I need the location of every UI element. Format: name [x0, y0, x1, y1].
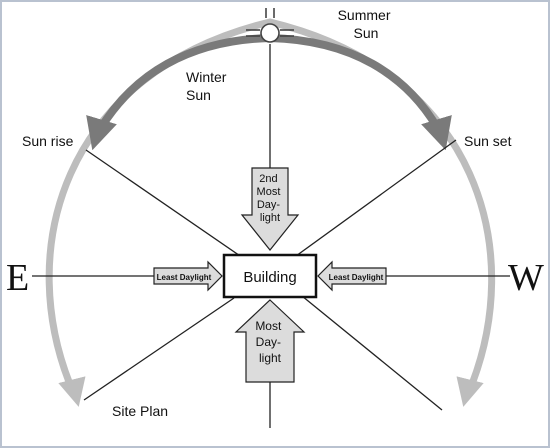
site-plan-label: Site Plan [112, 403, 168, 419]
summer-arrowhead-right [456, 376, 484, 407]
least-daylight-arrow-right [317, 260, 387, 292]
guide-lines [32, 44, 510, 428]
winter-arrowhead-right [421, 115, 452, 151]
sun-rise-label: Sun rise [22, 133, 74, 149]
winter-arrowhead-left [86, 115, 117, 151]
winter-sun-label: Winter Sun [186, 69, 230, 103]
least-daylight-label-left: Least Daylight [157, 273, 212, 282]
building-box [222, 253, 318, 299]
sun-set-label: Sun set [464, 133, 512, 149]
most-daylight-label: Most Day- light [255, 319, 284, 365]
least-daylight-arrow-left [153, 260, 223, 292]
second-most-daylight-label: 2nd Most Day- light [257, 173, 284, 224]
summer-sun-label: Summer Sun [338, 7, 395, 41]
east-label: E [6, 257, 29, 299]
least-daylight-label-right: Least Daylight [329, 273, 384, 282]
sun-icon [246, 8, 294, 43]
west-label: W [508, 257, 544, 299]
most-daylight-arrow [234, 299, 306, 383]
summer-sun-arc [45, 18, 496, 398]
building-label: Building [243, 269, 296, 286]
second-most-daylight-arrow [240, 167, 300, 251]
winter-sun-arc [92, 33, 446, 140]
summer-arrowhead-left [58, 376, 86, 407]
